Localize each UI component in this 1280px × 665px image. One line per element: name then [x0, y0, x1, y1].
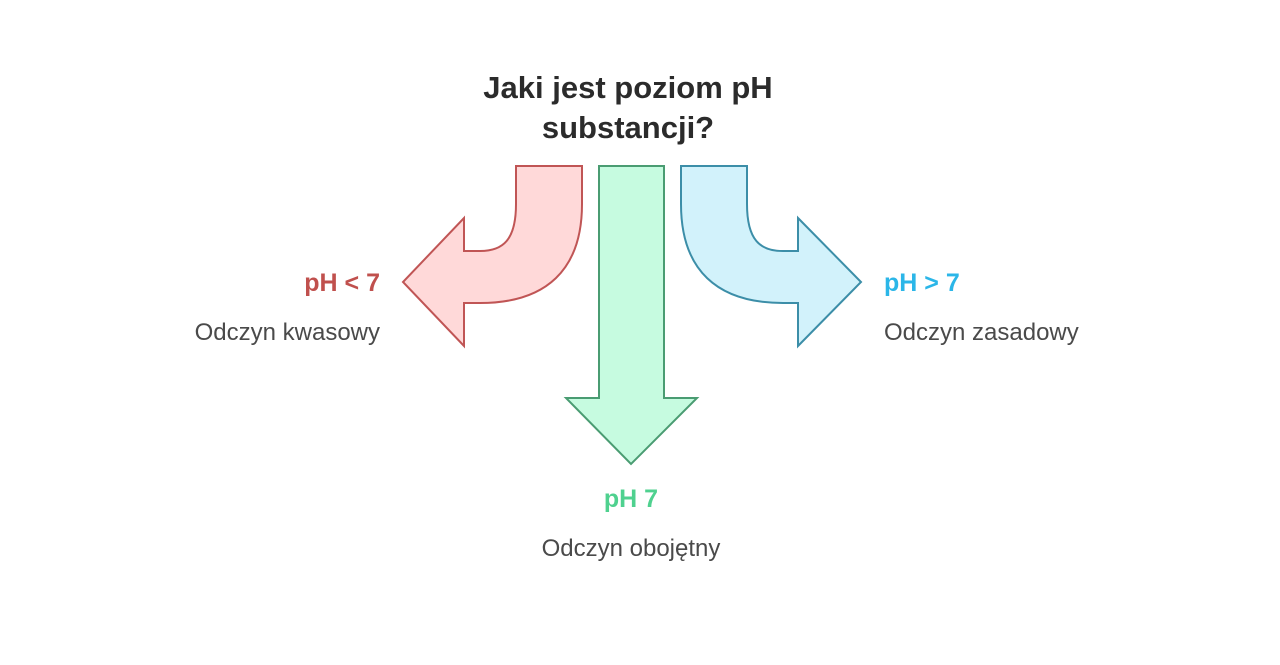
diagram-title: Jaki jest poziom pH substancji? — [440, 68, 816, 148]
title-line-1: Jaki jest poziom pH — [483, 70, 773, 105]
acidic-arrow — [401, 165, 583, 349]
acidic-description: Odczyn kwasowy — [194, 319, 380, 346]
acidic-heading: pH < 7 — [304, 269, 380, 297]
neutral-arrow — [563, 165, 700, 466]
neutral-description: Odczyn obojętny — [541, 535, 721, 562]
basic-heading: pH > 7 — [884, 269, 960, 297]
neutral-heading: pH 7 — [603, 485, 659, 513]
basic-arrow — [680, 165, 863, 349]
basic-description: Odczyn zasadowy — [884, 319, 1079, 346]
title-line-2: substancji? — [541, 110, 715, 145]
